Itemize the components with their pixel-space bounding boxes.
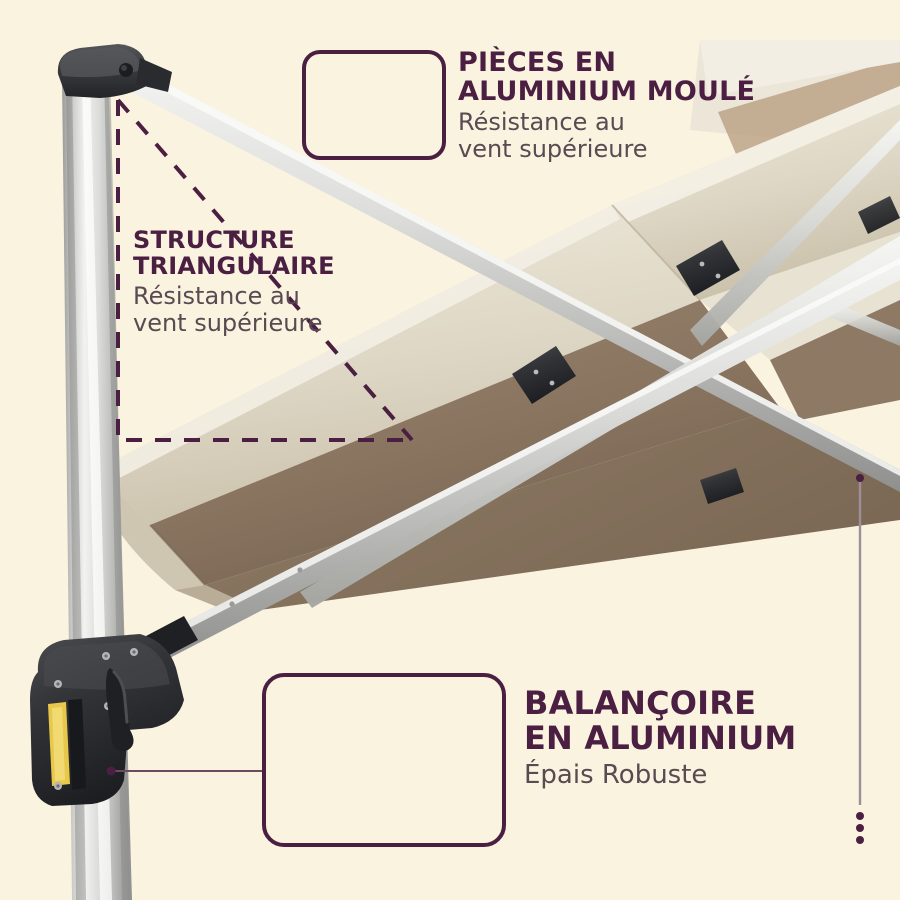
callout-top-headline: PIÈCES EN ALUMINIUM MOULÉ	[458, 47, 756, 108]
callout-middle-text: STRUCTURE TRIANGULAIRE Résistance au ven…	[133, 226, 463, 337]
callout-middle-headline: STRUCTURE TRIANGULAIRE	[133, 226, 335, 280]
callout-top-image-frame	[302, 50, 446, 160]
callout-bottom-headline: BALANÇOIRE EN ALUMINIUM	[524, 684, 797, 757]
callout-bottom-image-frame	[262, 673, 506, 847]
mast-pole	[62, 70, 132, 900]
callout-top-text: PIÈCES EN ALUMINIUM MOULÉ Résistance au …	[458, 48, 888, 163]
bottom-callout-connector	[106, 766, 262, 776]
crank-housing	[30, 634, 184, 806]
callout-middle-subline: Résistance au vent supérieure	[133, 281, 323, 337]
top-cap-joint	[57, 44, 172, 98]
callout-bottom-text: BALANÇOIRE EN ALUMINIUM Épais Robuste	[524, 686, 894, 790]
rib-brackets	[512, 196, 900, 504]
callout-top-subline: Résistance au vent supérieure	[458, 108, 648, 164]
callout-bottom-subline: Épais Robuste	[524, 760, 708, 791]
